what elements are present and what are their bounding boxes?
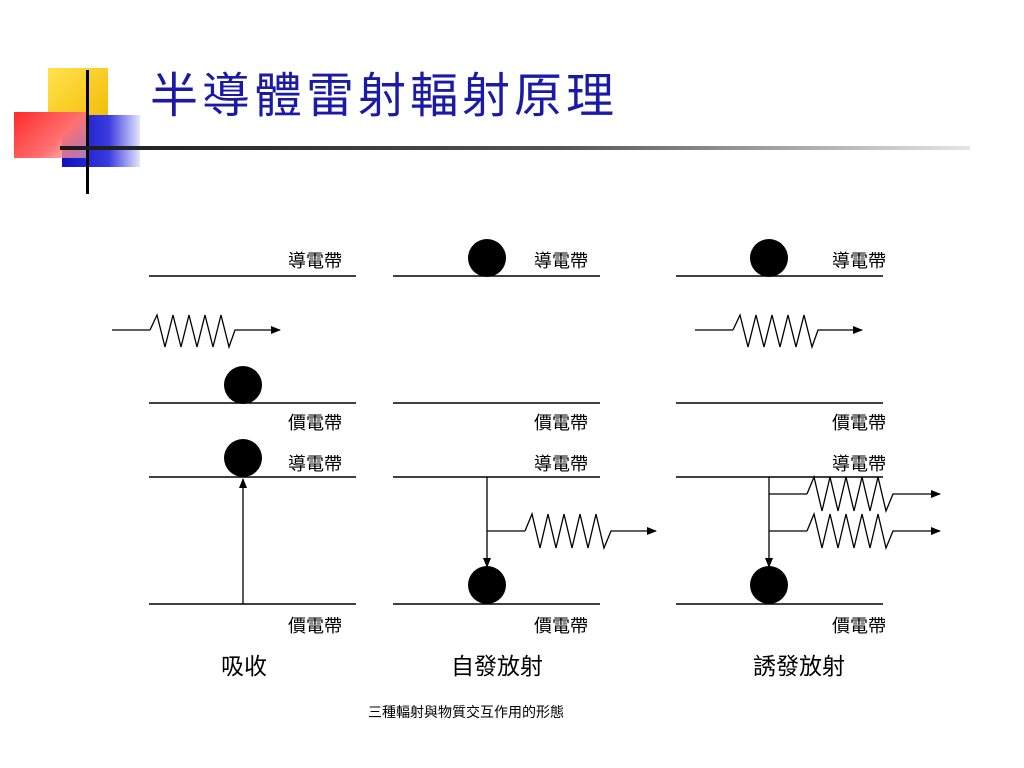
electron [468,239,506,277]
electron [224,366,262,404]
panel-absorption-top: 導電帶 價電帶 [112,251,356,434]
title-underline [60,146,970,150]
panel-spontaneous-bottom: 導電帶 價電帶 [393,454,657,637]
electron [750,239,788,277]
label-stimulated-emission: 誘發放射 [753,654,845,680]
panel-stimulated-top: 導電帶 價電帶 [676,239,886,434]
electron [750,566,788,604]
valence-band-label: 價電帶 [288,616,342,637]
valence-band-label: 價電帶 [832,616,886,637]
photon-wave [806,474,900,514]
deco-vertical-rule [86,70,89,194]
electron [468,566,506,604]
panel-stimulated-bottom: 導電帶 價電帶 [676,454,941,637]
valence-band-label: 價電帶 [832,413,886,434]
electron [224,439,262,477]
valence-band-label: 價電帶 [534,413,588,434]
panel-absorption-bottom: 導電帶 價電帶 [149,439,356,637]
conduction-band-label: 導電帶 [832,454,886,475]
page-title: 半導體雷射輻射原理 [150,68,619,124]
photon-wave [806,511,900,551]
conduction-band-label: 導電帶 [832,251,886,272]
deco-red-square [14,112,86,158]
valence-band-label: 價電帶 [288,413,342,434]
figure-caption: 三種輻射與物質交互作用的形態 [368,705,564,721]
label-absorption: 吸收 [221,654,267,680]
photon-wave [524,511,619,551]
conduction-band-label: 導電帶 [288,251,342,272]
conduction-band-label: 導電帶 [288,454,342,475]
panel-spontaneous-top: 導電帶 價電帶 [393,239,600,434]
photon-wave [732,313,825,350]
conduction-band-label: 導電帶 [534,454,588,475]
label-spontaneous-emission: 自發放射 [451,654,543,680]
valence-band-label: 價電帶 [534,616,588,637]
conduction-band-label: 導電帶 [534,251,588,272]
photon-wave [149,313,242,350]
